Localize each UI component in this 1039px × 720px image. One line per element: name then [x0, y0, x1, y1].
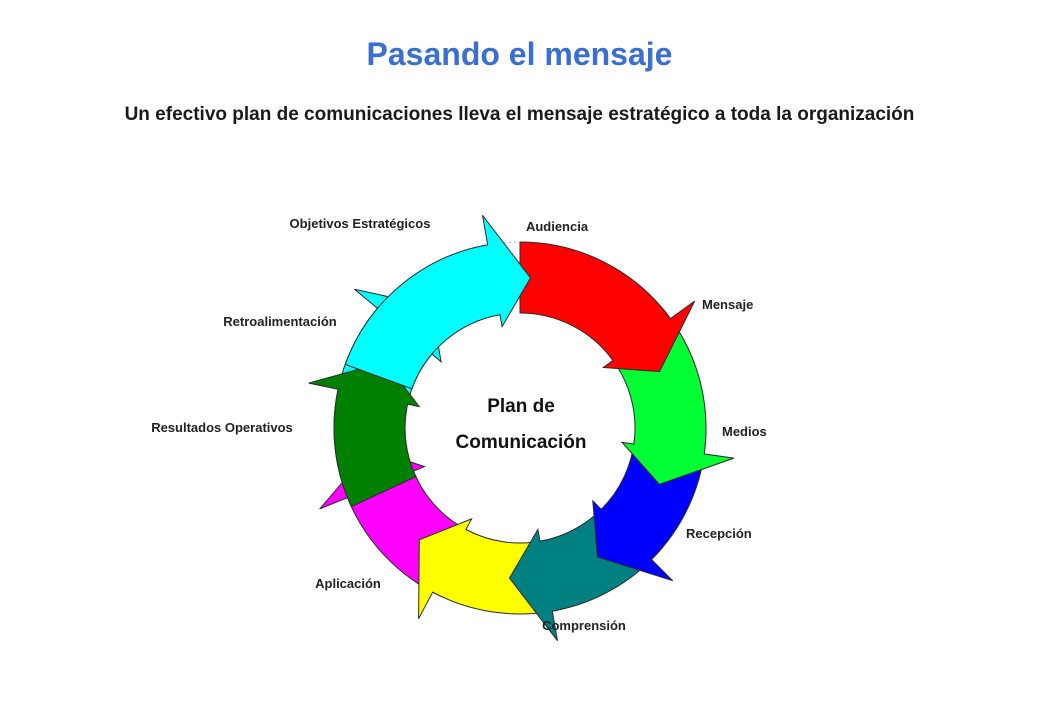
step-label-8: Retroalimentación [223, 314, 336, 329]
center-label-line2: Comunicación [456, 432, 587, 453]
cycle-arrows [308, 214, 735, 642]
step-label-0: Objetivos Estratégicos [290, 216, 431, 231]
step-label-7: Resultados Operativos [151, 420, 293, 435]
step-label-3: Medios [722, 424, 767, 439]
page-subtitle: Un efectivo plan de comunicaciones lleva… [124, 104, 915, 125]
step-label-1: Audiencia [526, 219, 589, 234]
step-label-5: Comprensión [542, 618, 626, 633]
cycle-arrow-1 [519, 241, 696, 373]
step-label-6: Aplicación [315, 576, 381, 591]
center-label-line1: Plan de [487, 396, 555, 417]
page-title: Pasando el mensaje [366, 36, 673, 72]
step-label-4: Recepción [686, 526, 752, 541]
cycle-labels: Objetivos Estratégicos AudienciaMensajeMe… [151, 216, 767, 633]
step-label-2: Mensaje [702, 297, 753, 312]
cycle-arrow-0 [344, 214, 532, 390]
cycle-arrow-7 [308, 361, 421, 508]
